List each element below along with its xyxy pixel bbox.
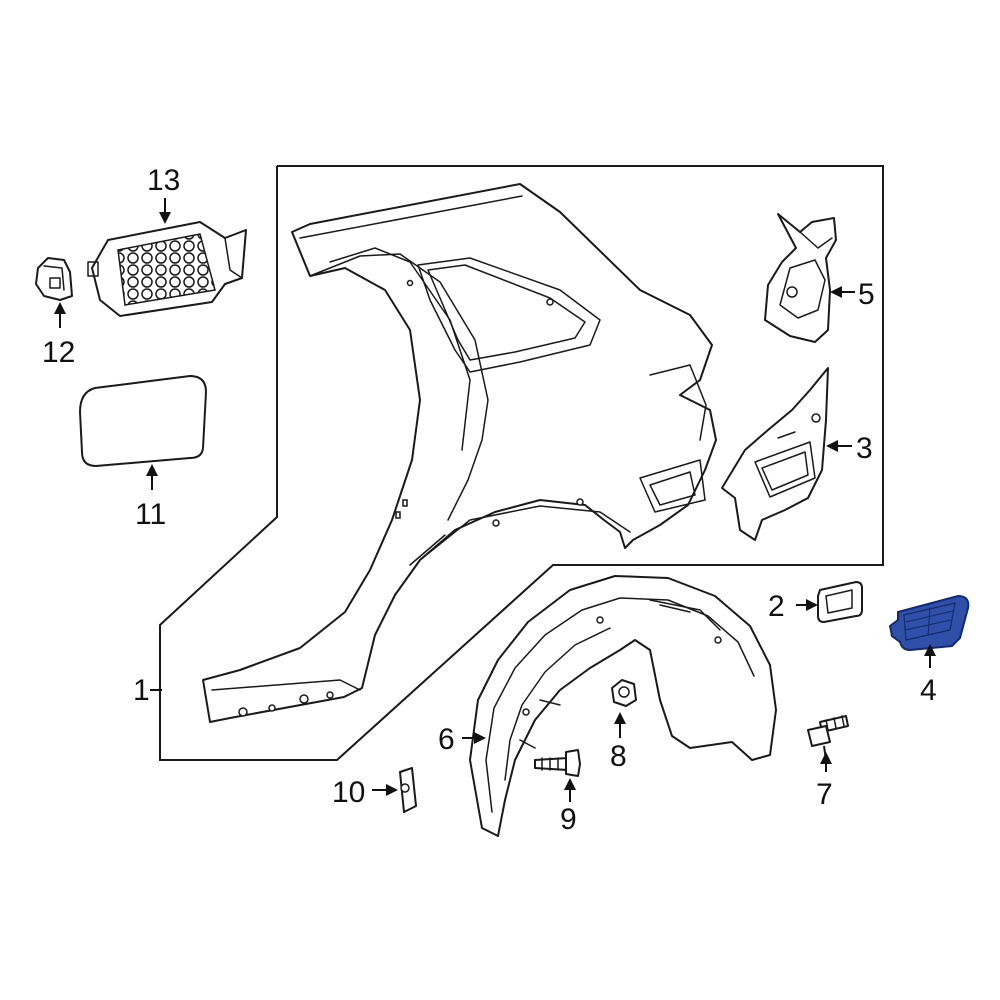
fuel-door-housing-part[interactable]	[87, 221, 247, 317]
callout-12: 12	[42, 336, 75, 369]
callout-10: 10	[332, 776, 365, 809]
callout-1: 1	[133, 674, 150, 707]
assembly-group-outline	[159, 165, 884, 761]
grommet-part[interactable]	[817, 581, 863, 623]
push-clip-part[interactable]	[807, 715, 849, 761]
actuator-part[interactable]	[35, 257, 73, 301]
clip-nut-part[interactable]	[399, 767, 417, 813]
leader-lines	[54, 198, 936, 802]
callout-6: 6	[438, 723, 455, 756]
callout-7: 7	[816, 778, 833, 811]
nut-part[interactable]	[611, 679, 637, 707]
upper-bracket-part[interactable]	[764, 213, 837, 343]
fuel-door-part[interactable]	[79, 375, 207, 467]
quarter-panel-part[interactable]	[202, 183, 717, 723]
callout-3: 3	[856, 432, 873, 465]
callout-5: 5	[858, 278, 875, 311]
callout-13: 13	[147, 164, 180, 197]
vent-highlighted-part[interactable]	[888, 594, 970, 652]
wheel-liner-part[interactable]	[469, 575, 777, 837]
screw-part[interactable]	[534, 749, 581, 777]
callout-8: 8	[610, 740, 627, 773]
callout-9: 9	[560, 803, 577, 836]
inner-panel-part[interactable]	[721, 367, 829, 541]
callout-11: 11	[135, 498, 166, 531]
callout-4: 4	[920, 674, 937, 707]
callout-2: 2	[768, 590, 785, 623]
